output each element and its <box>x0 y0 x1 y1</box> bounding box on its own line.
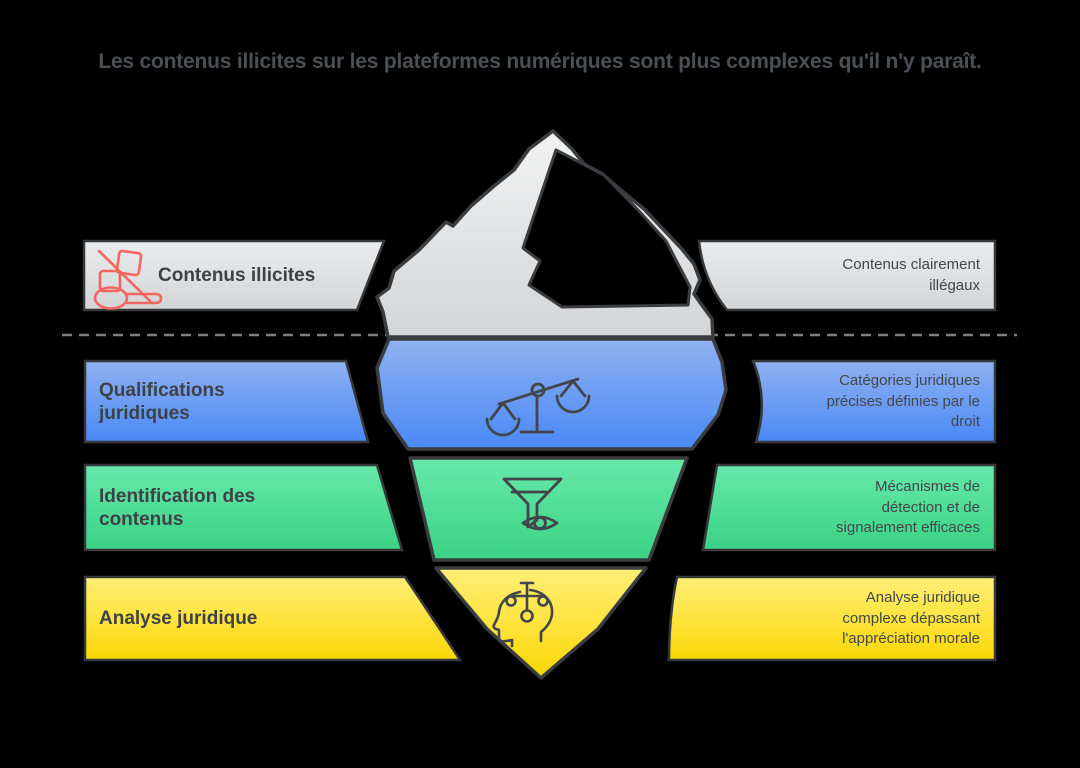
layer-1-description: Contenus clairement illégaux <box>842 255 980 294</box>
page-title: Les contenus illicites sur les plateform… <box>98 50 982 73</box>
layer3-right-box-shape <box>701 463 997 552</box>
banned-content-icon <box>93 249 163 310</box>
iceberg-layer-analyse <box>434 566 648 680</box>
layer-2-description: Catégories juridiques précises définies … <box>826 371 980 431</box>
filter-detection-eye-icon <box>502 477 563 531</box>
layer-3-description: Mécanismes de détection et de signalemen… <box>836 477 980 537</box>
iceberg-shadow-facet <box>521 148 692 309</box>
layer2-left-box-shape <box>83 359 370 444</box>
iceberg-layer-identification <box>408 456 689 562</box>
justice-scales-icon <box>485 377 591 437</box>
layer2-right-box-shape <box>751 359 997 444</box>
iceberg-layer-qualifications <box>375 337 728 451</box>
layer4-right-box-shape <box>667 575 997 662</box>
layer-1-label: Contenus illicites <box>158 264 316 286</box>
layer1-left-box-shape <box>82 239 386 312</box>
layer-4-label: Analyse juridique <box>99 608 258 630</box>
layer3-left-box-shape <box>83 463 404 552</box>
layer1-right-box-shape <box>697 239 997 312</box>
layer-2-label: Qualifications juridiques <box>99 379 225 424</box>
layer-4-description: Analyse juridique complexe dépassant l'a… <box>842 588 980 648</box>
layer-3-label: Identification des contenus <box>99 485 256 530</box>
layer4-left-box-shape <box>83 575 463 662</box>
head-judgment-scales-icon <box>492 581 554 648</box>
